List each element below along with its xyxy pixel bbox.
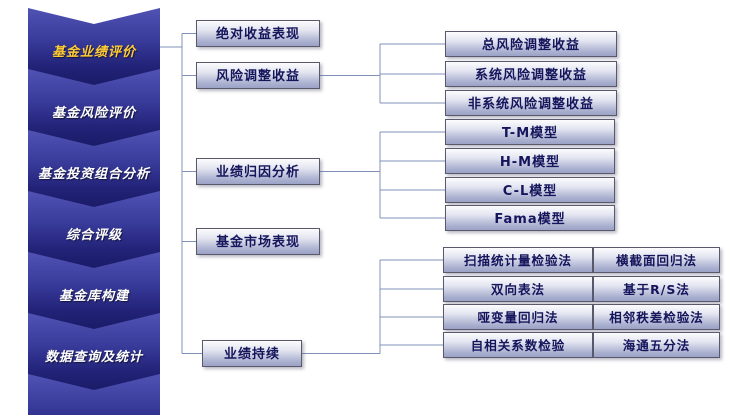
- sidebar-item-portfolio-analysis: 基金投资组合分析: [28, 130, 160, 208]
- node-attribution-analysis: 业绩归因分析: [196, 158, 320, 185]
- node-rs-method: 基于R/S法: [593, 276, 720, 302]
- node-label: 业绩归因分析: [215, 165, 300, 180]
- node-cl-model: C-L模型: [445, 177, 615, 203]
- node-label: 相邻秩差检验法: [609, 309, 704, 325]
- node-label: 绝对收益表现: [215, 27, 300, 42]
- node-autocorrelation-test: 自相关系数检验: [443, 332, 593, 358]
- node-label: 业绩持续: [223, 347, 280, 362]
- node-label: 非系统风险调整收益: [467, 96, 594, 112]
- node-label: 自相关系数检验: [470, 337, 566, 353]
- node-label: 总风险调整收益: [481, 37, 580, 53]
- sidebar-item-label: 数据查询及统计: [44, 349, 143, 365]
- sidebar-item-label: 基金库构建: [58, 288, 129, 304]
- node-total-risk-adjusted-return: 总风险调整收益: [445, 31, 617, 57]
- node-label: 系统风险调整收益: [474, 67, 587, 83]
- node-label: 海通五分法: [622, 337, 691, 353]
- sidebar-item-label: 基金业绩评价: [51, 44, 136, 60]
- node-label: H-M模型: [499, 154, 561, 170]
- node-dummy-variable-regression: 哑变量回归法: [443, 304, 593, 330]
- node-label: 双向表法: [490, 281, 545, 297]
- node-label: 基金市场表现: [215, 235, 300, 250]
- node-label: 哑变量回归法: [477, 309, 559, 325]
- node-persistence: 业绩持续: [202, 340, 302, 367]
- node-tm-model: T-M模型: [445, 119, 615, 145]
- node-label: 横截面回归法: [615, 252, 697, 268]
- node-systematic-risk-adjusted-return: 系统风险调整收益: [445, 61, 617, 87]
- node-market-performance: 基金市场表现: [196, 228, 320, 255]
- node-haitong-quintile: 海通五分法: [593, 332, 720, 358]
- node-two-way-table: 双向表法: [443, 276, 593, 302]
- node-label: T-M模型: [501, 125, 559, 141]
- node-scan-statistic-test: 扫描统计量检验法: [443, 247, 593, 273]
- node-hm-model: H-M模型: [445, 148, 615, 174]
- node-label: C-L模型: [502, 183, 558, 199]
- node-absolute-return: 绝对收益表现: [196, 20, 320, 47]
- node-nonsystematic-risk-adjusted-return: 非系统风险调整收益: [445, 90, 617, 116]
- node-adjacent-rank-test: 相邻秩差检验法: [593, 304, 720, 330]
- node-fama-model: Fama模型: [445, 205, 615, 231]
- sidebar-item-label: 综合评级: [65, 227, 122, 243]
- node-label: 扫描统计量检验法: [463, 252, 572, 268]
- node-cross-section-regression: 横截面回归法: [593, 247, 720, 273]
- sidebar-item-label: 基金投资组合分析: [37, 166, 150, 182]
- node-risk-adjusted-return: 风险调整收益: [196, 62, 320, 89]
- sidebar-item-label: 基金风险评价: [51, 105, 136, 121]
- node-label: 基于R/S法: [623, 281, 690, 297]
- sidebar-item-fund-pool-construction: 基金库构建: [28, 252, 160, 330]
- node-label: Fama模型: [494, 211, 566, 227]
- node-label: 风险调整收益: [215, 69, 300, 84]
